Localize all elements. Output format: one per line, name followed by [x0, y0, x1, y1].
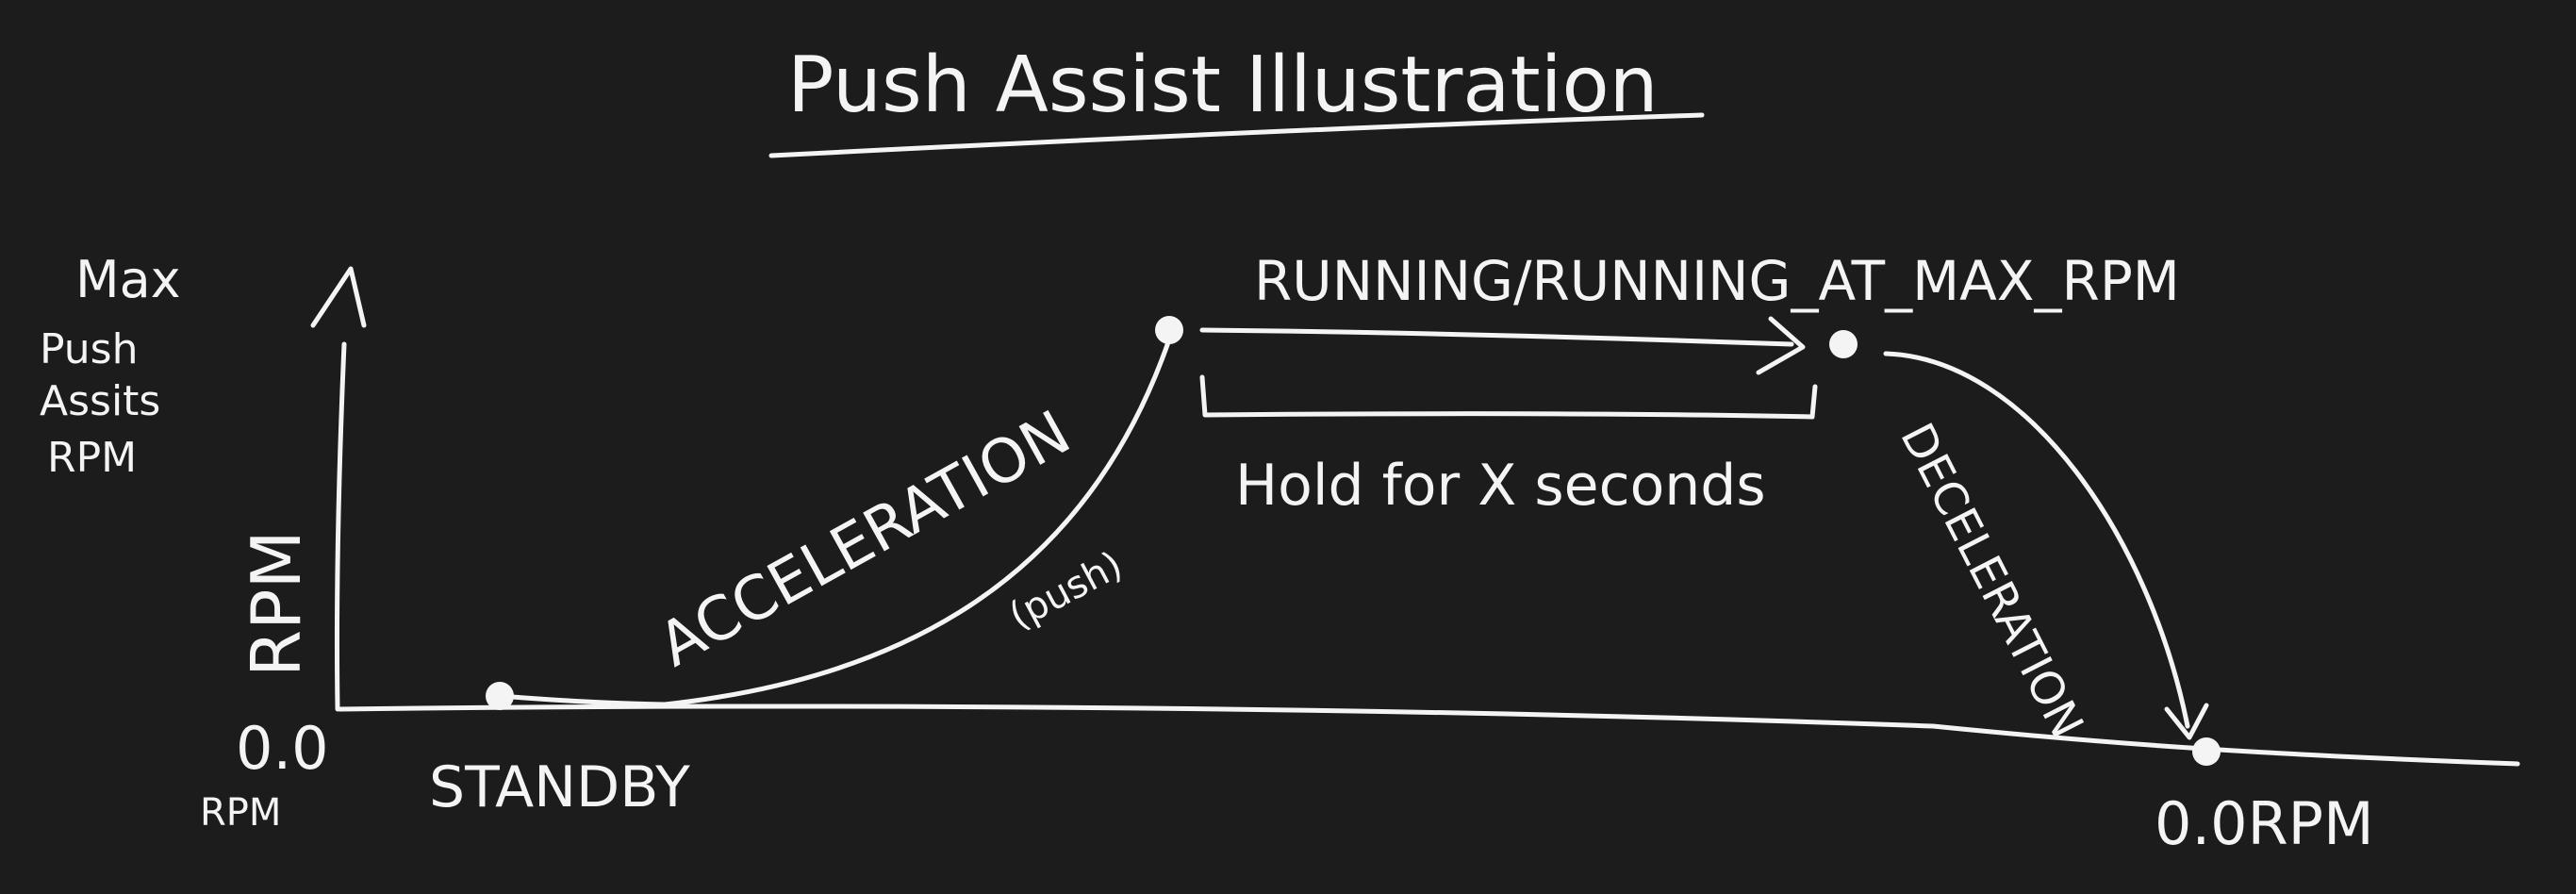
- deceleration-label: DECELERATION: [1890, 415, 2093, 746]
- zero-rpm-point: [2192, 737, 2221, 766]
- y-axis-label: RPM: [237, 530, 316, 677]
- standby-segment: [497, 693, 668, 707]
- title-underline: [768, 112, 1705, 158]
- acceleration-curve: [662, 337, 1172, 707]
- y-axis-top-label-line-1: Max: [75, 250, 181, 309]
- running-arrow-head: [1756, 316, 1806, 375]
- y-axis-zero-unit: RPM: [200, 791, 281, 835]
- y-axis-top-label-line-2: Push: [40, 325, 138, 373]
- y-axis-top-label-line-4: RPM: [47, 434, 137, 482]
- y-axis-line: [334, 341, 347, 712]
- deceleration-curve: [1883, 351, 2190, 729]
- y-axis-arrow-head: [310, 266, 367, 328]
- running-line: [1199, 327, 1794, 347]
- y-axis-top-label-line-3: Assits: [40, 377, 160, 425]
- standby-point: [486, 682, 514, 710]
- max-rpm-point: [1155, 316, 1183, 344]
- deceleration-arrow-head: [2164, 703, 2209, 740]
- acceleration-note: (push): [1002, 543, 1130, 638]
- diagram-title: Push Assist Illustration: [787, 41, 1659, 130]
- hold-label: Hold for X seconds: [1235, 453, 1766, 519]
- end-rpm-label: 0.0RPM: [2155, 789, 2374, 858]
- decel-start-point: [1829, 330, 1858, 358]
- acceleration-label: ACCELERATION: [648, 398, 1082, 681]
- x-axis-baseline: [337, 704, 2520, 767]
- hold-bracket: [1199, 374, 1818, 420]
- standby-label: STANDBY: [429, 754, 690, 820]
- y-axis-zero-value: 0.0: [236, 714, 329, 783]
- running-label: RUNNING/RUNNING_AT_MAX_RPM: [1254, 249, 2180, 313]
